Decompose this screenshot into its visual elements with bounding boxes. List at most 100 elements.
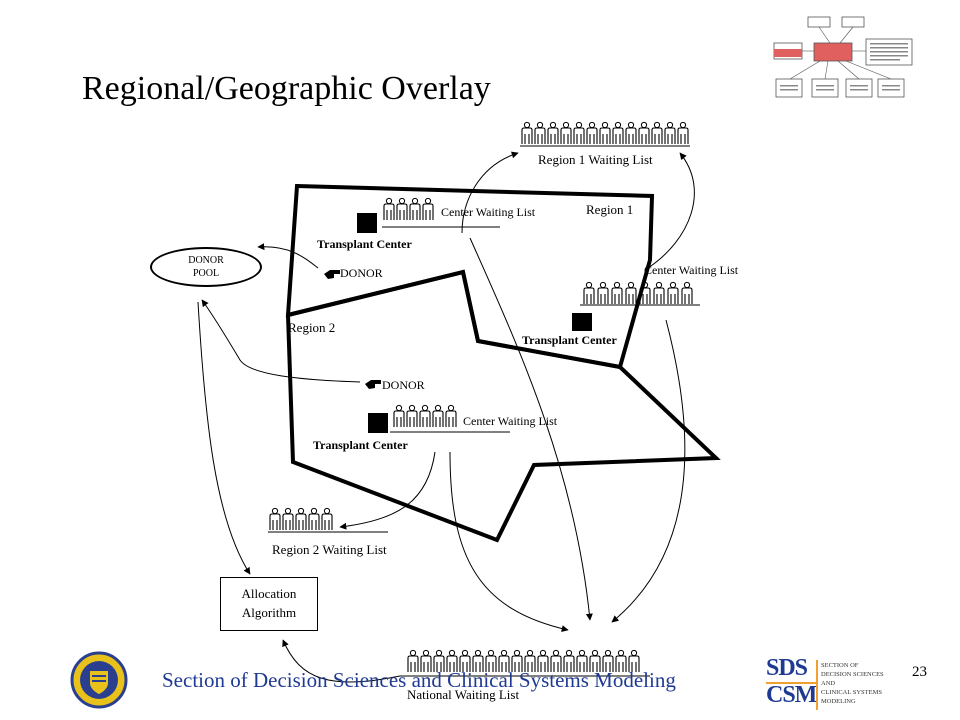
arrow-center2-to-national bbox=[611, 319, 686, 623]
arrow-national-to-allocation bbox=[282, 639, 401, 683]
donor-pool-line1: DONOR bbox=[188, 255, 224, 266]
logo-word-line: DECISION SCIENCES bbox=[821, 671, 884, 678]
region2-label: Region 2 bbox=[288, 320, 336, 335]
page-number: 23 bbox=[912, 664, 927, 680]
logo-word-line: CLINICAL SYSTEMS bbox=[821, 689, 882, 696]
person-icon bbox=[615, 649, 627, 672]
donor-pool: DONOR POOL bbox=[150, 247, 262, 287]
logo-sds-text: SDS bbox=[766, 655, 808, 681]
person-icon bbox=[446, 649, 458, 672]
person-icon bbox=[269, 507, 281, 530]
person-icon bbox=[625, 281, 637, 304]
arrow-center3-to-region2 bbox=[339, 451, 436, 530]
transplant-center-2-square bbox=[572, 313, 592, 331]
person-icon bbox=[573, 121, 585, 144]
person-icon bbox=[589, 649, 601, 672]
donor-pool-line2: POOL bbox=[192, 268, 220, 279]
donor-label: DONOR bbox=[382, 378, 425, 392]
person-icon bbox=[664, 121, 676, 144]
person-icon bbox=[406, 404, 418, 427]
person-icon bbox=[639, 281, 651, 304]
arrow-center1-to-national bbox=[469, 237, 593, 621]
logo-wordmark: SECTION OF DECISION SCIENCES AND CLINICA… bbox=[821, 661, 884, 706]
person-icon bbox=[653, 281, 665, 304]
person-icon bbox=[521, 121, 533, 144]
person-icon bbox=[422, 197, 434, 220]
arrow-pool-to-allocation bbox=[197, 301, 251, 575]
person-icon bbox=[611, 281, 623, 304]
person-icon bbox=[295, 507, 307, 530]
person-icon bbox=[445, 404, 457, 427]
transplant-center-label: Transplant Center bbox=[522, 333, 617, 347]
logo-word-line: AND bbox=[821, 680, 836, 687]
center1-list-people bbox=[383, 197, 434, 220]
donor-label: DONOR bbox=[340, 266, 383, 280]
person-icon bbox=[485, 649, 497, 672]
transplant-center-3-square bbox=[368, 413, 388, 433]
center-waiting-list-label: Center Waiting List bbox=[441, 205, 536, 219]
sds-csm-logo: SDS CSM SECTION OF DECISION SCIENCES AND… bbox=[766, 655, 916, 711]
region2-list-people bbox=[269, 507, 333, 530]
logo-divider bbox=[816, 660, 818, 710]
allocation-line1: Allocation bbox=[241, 586, 297, 601]
person-icon bbox=[409, 197, 421, 220]
arrow-center3-to-national bbox=[449, 451, 569, 633]
national-list-people bbox=[407, 649, 640, 672]
person-icon bbox=[383, 197, 395, 220]
arrow-center2-to-region1 bbox=[647, 152, 695, 269]
navigation-thumbnail[interactable] bbox=[770, 15, 938, 101]
allocation-algorithm-box: Allocation Algorithm bbox=[220, 577, 318, 631]
person-icon bbox=[393, 404, 405, 427]
person-icon bbox=[420, 649, 432, 672]
person-icon bbox=[667, 281, 679, 304]
person-icon bbox=[459, 649, 471, 672]
person-icon bbox=[321, 507, 333, 530]
donor-pointer-icon bbox=[324, 270, 340, 279]
person-icon bbox=[599, 121, 611, 144]
transplant-center-1-square bbox=[357, 213, 377, 233]
arrow-center1-to-region1 bbox=[461, 151, 519, 234]
person-icon bbox=[308, 507, 320, 530]
person-icon bbox=[511, 649, 523, 672]
region1-list-people bbox=[521, 121, 689, 144]
person-icon bbox=[396, 197, 408, 220]
logo-word-line: MODELING bbox=[821, 698, 856, 705]
center2-list-people bbox=[583, 281, 693, 304]
person-icon bbox=[547, 121, 559, 144]
slide-title: Regional/Geographic Overlay bbox=[82, 70, 491, 107]
logo-word-line: SECTION OF bbox=[821, 662, 859, 669]
person-icon bbox=[677, 121, 689, 144]
person-icon bbox=[537, 649, 549, 672]
logo-csm-text: CSM bbox=[766, 682, 817, 708]
person-icon bbox=[586, 121, 598, 144]
arrow-donor1-to-pool bbox=[257, 243, 319, 269]
allocation-line2: Algorithm bbox=[241, 605, 297, 620]
region1-label: Region 1 bbox=[586, 202, 634, 217]
logo-divider bbox=[766, 682, 816, 684]
person-icon bbox=[419, 404, 431, 427]
person-icon bbox=[432, 404, 444, 427]
donor-pointer-icon bbox=[365, 380, 381, 389]
person-icon bbox=[498, 649, 510, 672]
region2-boundary bbox=[285, 269, 721, 543]
person-icon bbox=[628, 649, 640, 672]
person-icon bbox=[597, 281, 609, 304]
person-icon bbox=[524, 649, 536, 672]
center-waiting-list-label: Center Waiting List bbox=[463, 414, 558, 428]
person-icon bbox=[638, 121, 650, 144]
person-icon bbox=[550, 649, 562, 672]
person-icon bbox=[560, 121, 572, 144]
person-icon bbox=[433, 649, 445, 672]
footer-text: Section of Decision Sciences and Clinica… bbox=[162, 668, 676, 692]
center3-list-people bbox=[393, 404, 457, 427]
person-icon bbox=[534, 121, 546, 144]
national-waiting-list-label: National Waiting List bbox=[407, 687, 520, 702]
person-icon bbox=[612, 121, 624, 144]
person-icon bbox=[602, 649, 614, 672]
person-icon bbox=[472, 649, 484, 672]
university-seal-icon bbox=[70, 651, 128, 709]
transplant-center-label: Transplant Center bbox=[313, 438, 408, 452]
center-waiting-list-label: Center Waiting List bbox=[644, 263, 739, 277]
person-icon bbox=[576, 649, 588, 672]
